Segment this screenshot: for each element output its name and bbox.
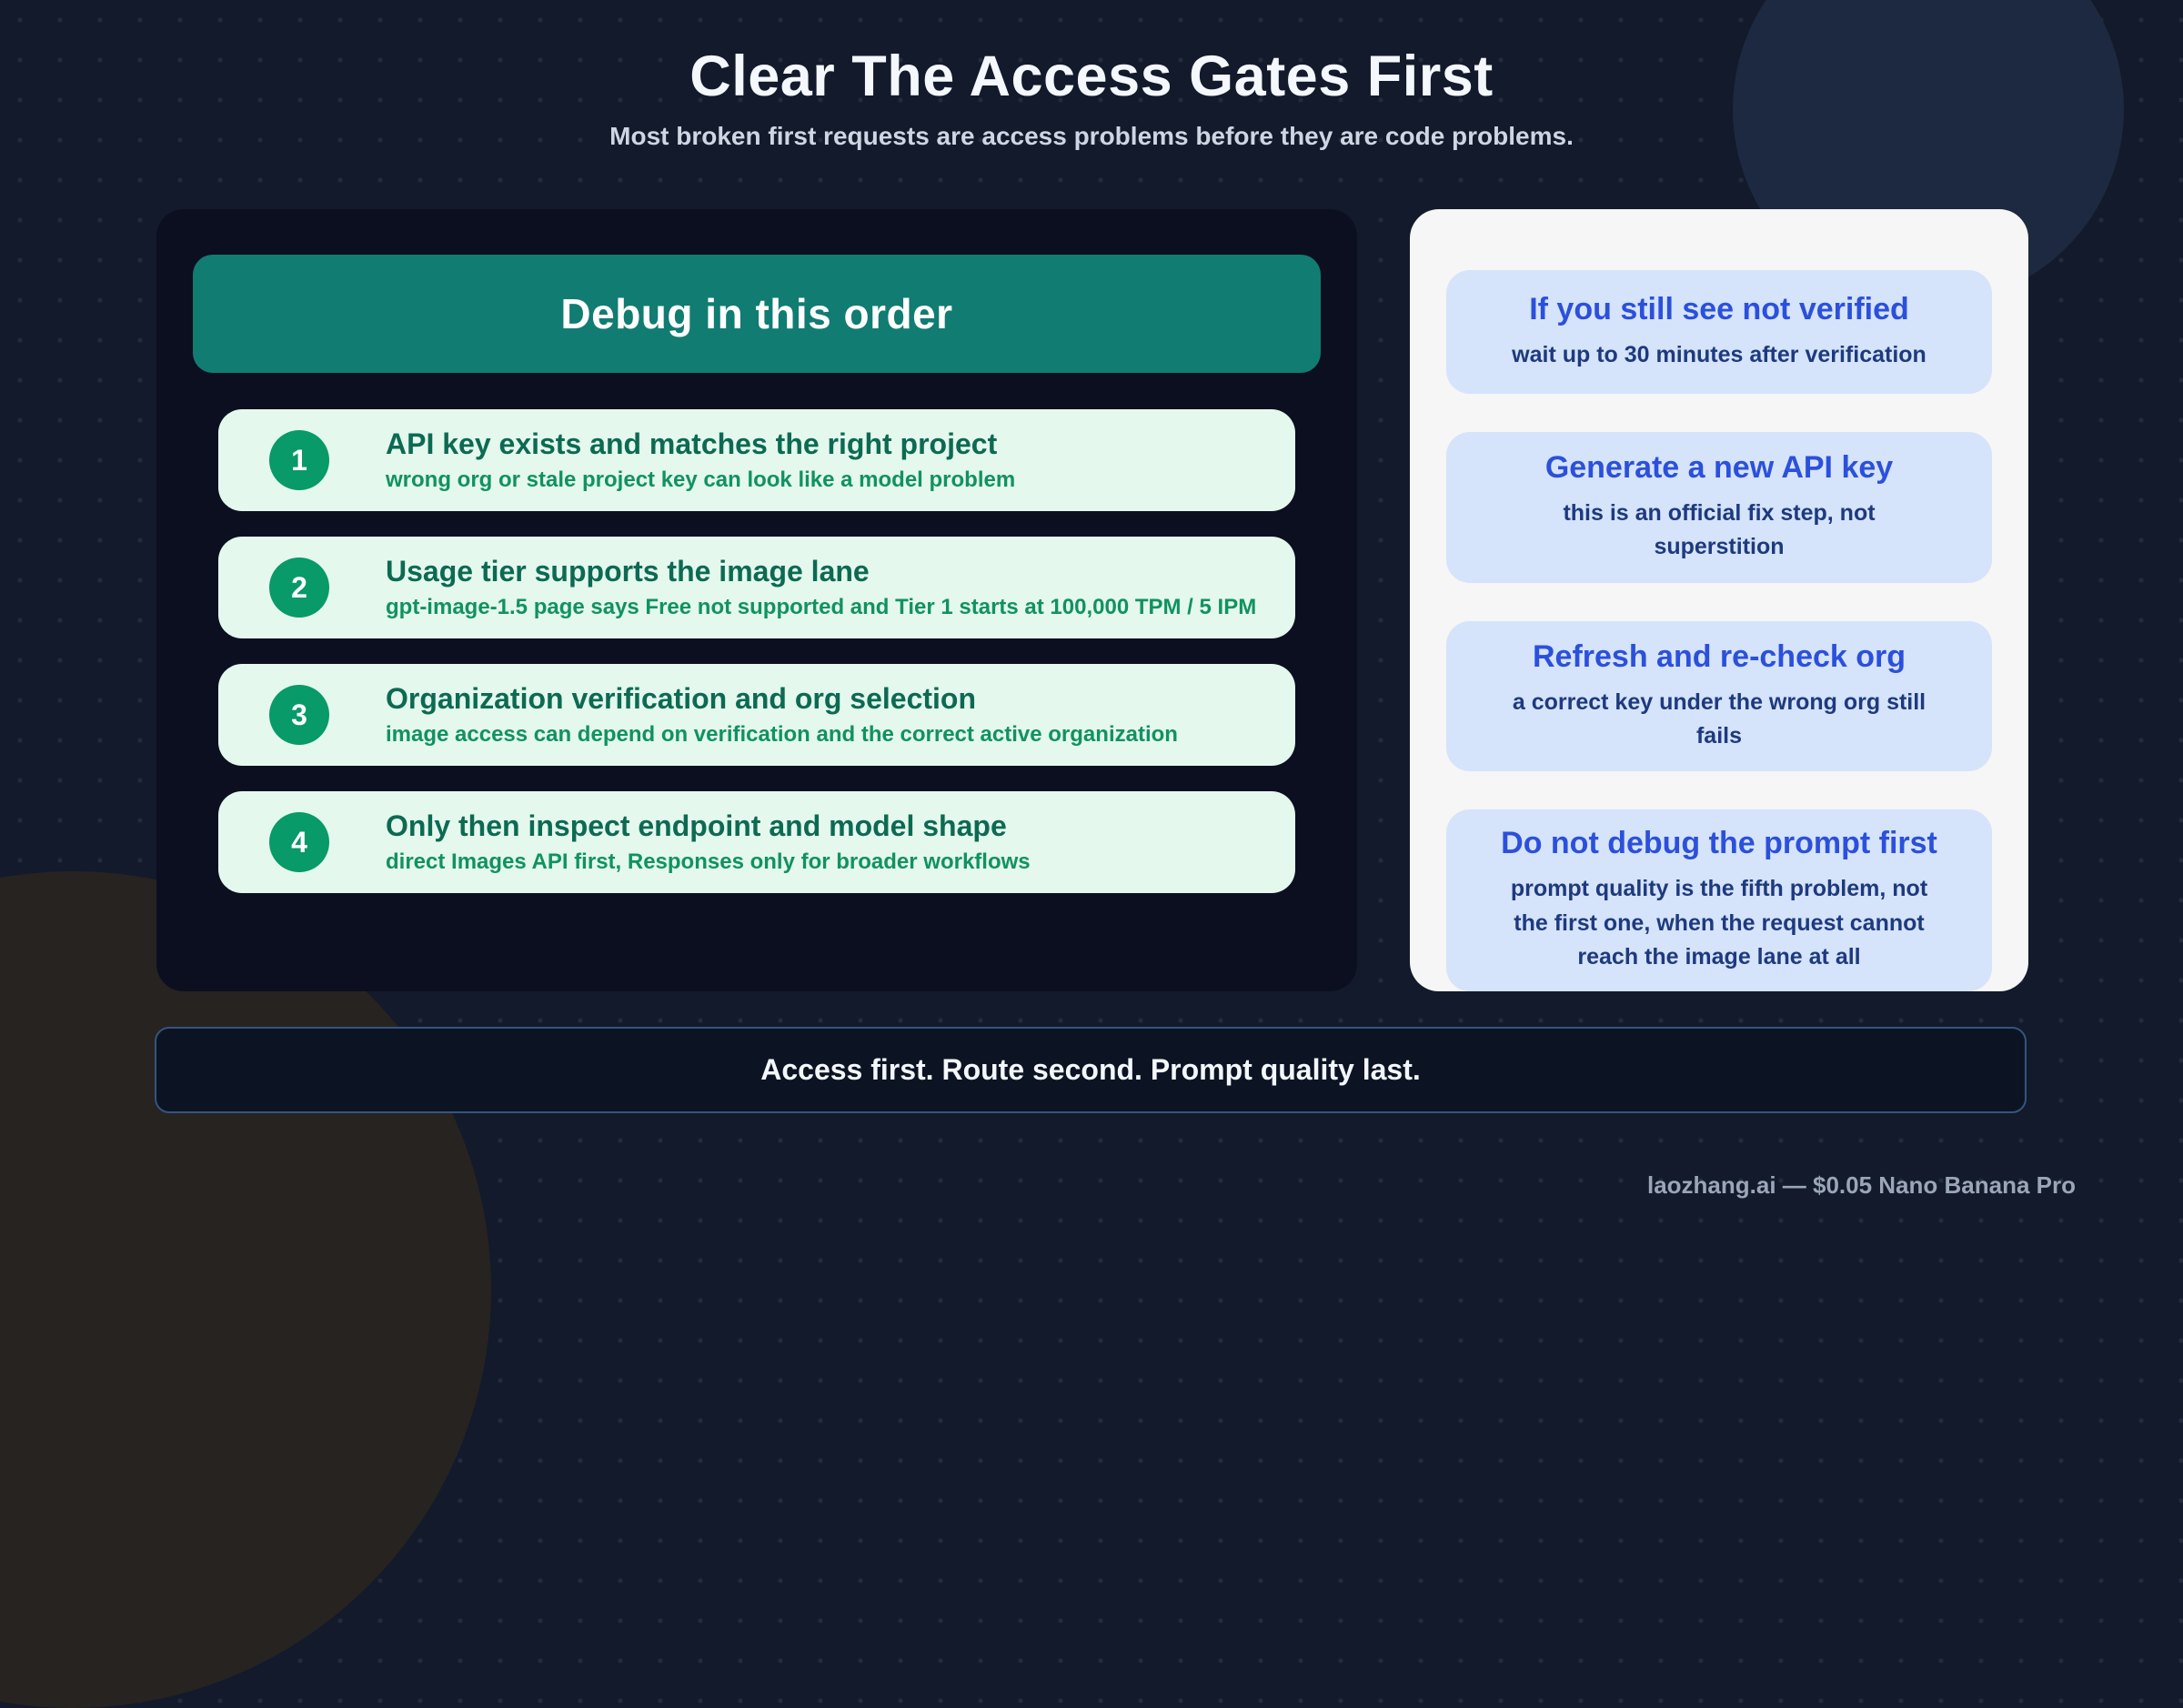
tip-card-new-api-key: Generate a new API key this is an offici…: [1446, 432, 1992, 583]
step-title: API key exists and matches the right pro…: [386, 427, 998, 460]
decorative-circle-bottom-left: [0, 871, 491, 1708]
step-card-3: 3 Organization verification and org sele…: [218, 664, 1295, 766]
step-number: 3: [291, 698, 307, 731]
step-subtitle: direct Images API first, Responses only …: [386, 849, 1031, 874]
step-number: 4: [291, 825, 307, 859]
step-card-1: 1 API key exists and matches the right p…: [218, 409, 1295, 511]
summary-banner: Access first. Route second. Prompt quali…: [155, 1027, 2027, 1113]
tip-title: If you still see not verified: [1529, 291, 1909, 327]
tip-subtitle: a correct key under the wrong org still …: [1512, 688, 1926, 749]
footer-credit: laozhang.ai — $0.05 Nano Banana Pro: [1646, 1171, 2076, 1199]
tip-subtitle: this is an official fix step, not supers…: [1563, 499, 1876, 560]
tip-title: Do not debug the prompt first: [1501, 826, 1937, 861]
tip-title: Generate a new API key: [1544, 449, 1894, 485]
step-subtitle: image access can depend on verification …: [386, 722, 1178, 747]
page-subtitle: Most broken first requests are access pr…: [609, 122, 1574, 151]
step-number-badge: 1: [269, 430, 329, 490]
step-text: API key exists and matches the right pro…: [386, 427, 1015, 493]
page-header: Clear The Access Gates First Most broken…: [0, 0, 2183, 151]
step-subtitle: wrong org or stale project key can look …: [386, 467, 1016, 492]
step-title: Organization verification and org select…: [386, 682, 976, 715]
tip-subtitle: wait up to 30 minutes after verification: [1512, 341, 1926, 367]
step-title: Usage tier supports the image lane: [386, 555, 870, 588]
step-subtitle: gpt-image-1.5 page says Free not support…: [386, 595, 1257, 619]
summary-banner-label: Access first. Route second. Prompt quali…: [760, 1053, 1421, 1086]
step-text: Only then inspect endpoint and model sha…: [386, 809, 1031, 875]
step-number-badge: 4: [269, 812, 329, 872]
tip-subtitle: prompt quality is the fifth problem, not…: [1510, 876, 1928, 970]
step-title: Only then inspect endpoint and model sha…: [386, 809, 1007, 842]
step-text: Usage tier supports the image lane gpt-i…: [386, 555, 1256, 620]
tip-card-prompt-last: Do not debug the prompt first prompt qua…: [1446, 809, 1992, 991]
tip-card-recheck-org: Refresh and re-check org a correct key u…: [1446, 620, 1992, 772]
debug-order-panel: Debug in this order 1 API key exists and…: [156, 209, 1357, 991]
tip-title: Refresh and re-check org: [1532, 638, 1906, 674]
step-card-4: 4 Only then inspect endpoint and model s…: [218, 791, 1295, 893]
step-number-badge: 3: [269, 685, 329, 745]
debug-order-header: Debug in this order: [193, 255, 1321, 373]
debug-order-header-label: Debug in this order: [560, 290, 953, 337]
page-title: Clear The Access Gates First: [689, 45, 1494, 108]
step-text: Organization verification and org select…: [386, 682, 1178, 748]
tips-panel: If you still see not verified wait up to…: [1410, 209, 2028, 991]
step-card-2: 2 Usage tier supports the image lane gpt…: [218, 537, 1295, 638]
debug-steps-list: 1 API key exists and matches the right p…: [218, 409, 1295, 893]
step-number-badge: 2: [269, 558, 329, 618]
step-number: 1: [291, 443, 307, 477]
tip-card-not-verified: If you still see not verified wait up to…: [1446, 270, 1992, 394]
step-number: 2: [291, 570, 307, 604]
